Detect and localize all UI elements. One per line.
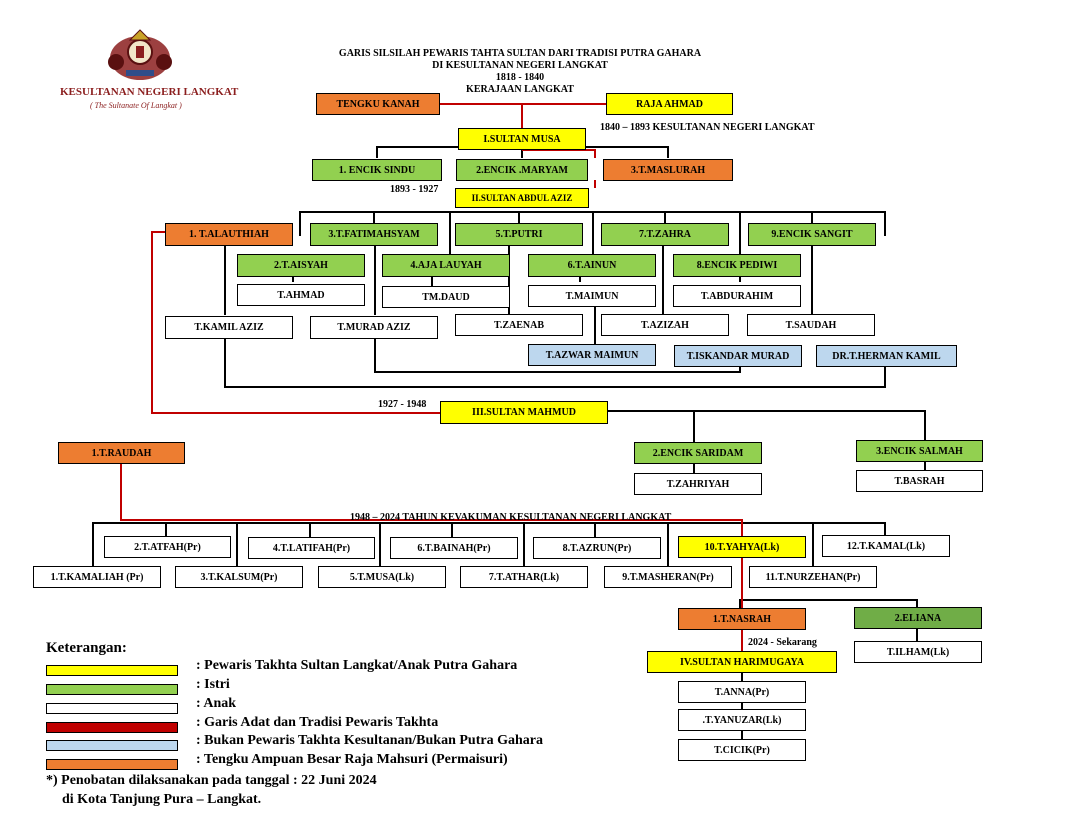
node-raja-ahmad: RAJA AHMAD [606,93,733,115]
node-t-nasrah: 1.T.NASRAH [678,608,806,630]
node-encik-maryam: 2.ENCIK .MARYAM [456,159,588,181]
node-t-atfah: 2.T.ATFAH(Pr) [104,536,231,558]
node-tengku-kanah: TENGKU KANAH [316,93,440,115]
node-t-zahra: 7.T.ZAHRA [601,223,729,246]
node-t-azwar-maimun: T.AZWAR MAIMUN [528,344,656,366]
legend-swatch-tradition-line [46,722,178,733]
legend-label-heir: : Pewaris Takhta Sultan Langkat/Anak Put… [196,658,518,673]
node-encik-sindu: 1. ENCIK SINDU [312,159,442,181]
node-t-athar: 7.T.ATHAR(Lk) [460,566,588,588]
logo-subtitle: ( The Sultanate Of Langkat ) [90,101,182,110]
header-line2: DI KESULTANAN NEGERI LANGKAT [432,60,608,71]
node-sultan-harimugaya: IV.SULTAN HARIMUGAYA [647,651,837,673]
node-t-fatimahsyam: 3.T.FATIMAHSYAM [310,223,438,246]
legend-label-child: : Anak [196,696,237,711]
node-sultan-mahmud: III.SULTAN MAHMUD [440,401,608,424]
legend-label-tradition-line: : Garis Adat dan Tradisi Pewaris Takhta [196,715,439,730]
node-t-ainun: 6.T.AINUN [528,254,656,277]
node-dr-herman-kamil: DR.T.HERMAN KAMIL [816,345,957,367]
legend-label-wife: : Istri [196,677,230,692]
node-t-kamal: 12.T.KAMAL(Lk) [822,535,950,557]
marriage-line [440,103,606,105]
node-t-maslurah: 3.T.MASLURAH [603,159,733,181]
node-sultan-musa: I.SULTAN MUSA [458,128,586,150]
node-t-ilham: T.ILHAM(Lk) [854,641,982,663]
legend-swatch-wife [46,684,178,695]
legend-swatch-heir [46,665,178,676]
node-t-iskandar-murad: T.ISKANDAR MURAD [674,345,802,367]
legend-note-place: di Kota Tanjung Pura – Langkat. [62,792,262,807]
node-t-anna: T.ANNA(Pr) [678,681,806,703]
node-tm-daud: TM.DAUD [382,286,510,308]
node-t-azizah: T.AZIZAH [601,314,729,336]
legend-note-date: *) Penobatan dilaksanakan pada tanggal :… [46,773,377,788]
legend-swatch-child [46,703,178,714]
node-t-maimun: T.MAIMUN [528,285,656,307]
period-label: 1840 – 1893 KESULTANAN NEGERI LANGKAT [600,122,815,133]
crest-icon [108,29,172,80]
node-t-saudah: T.SAUDAH [747,314,875,336]
legend-title: Keterangan: [46,640,127,656]
node-encik-saridam: 2.ENCIK SARIDAM [634,442,762,464]
node-t-musa: 5.T.MUSA(Lk) [318,566,446,588]
period-label: 2024 - Sekarang [748,637,817,648]
node-t-raudah: 1.T.RAUDAH [58,442,185,464]
node-encik-salmah: 3.ENCIK SALMAH [856,440,983,462]
node-t-yanuzar: .T.YANUZAR(Lk) [678,709,806,731]
node-t-kamil-aziz: T.KAMIL AZIZ [165,316,293,339]
node-t-kamaliah: 1.T.KAMALIAH (Pr) [33,566,161,588]
node-t-latifah: 4.T.LATIFAH(Pr) [248,537,375,559]
legend-swatch-non-heir [46,740,178,751]
node-t-abdurahim: T.ABDURAHIM [673,285,801,307]
node-t-cicik: T.CICIK(Pr) [678,739,806,761]
node-t-putri: 5.T.PUTRI [455,223,583,246]
node-sultan-abdul-aziz: II.SULTAN ABDUL AZIZ [455,188,589,208]
node-encik-pediwi: 8.ENCIK PEDIWI [673,254,801,277]
node-t-zahriyah: T.ZAHRIYAH [634,473,762,495]
logo-name: KESULTANAN NEGERI LANGKAT [60,86,239,98]
node-t-zaenab: T.ZAENAB [455,314,583,336]
legend-label-queen: : Tengku Ampuan Besar Raja Mahsuri (Perm… [196,752,508,767]
node-t-murad-aziz: T.MURAD AZIZ [310,316,438,339]
header-line1: GARIS SILSILAH PEWARIS TAHTA SULTAN DARI… [338,48,702,59]
node-t-ahmad: T.AHMAD [237,284,365,306]
period-label: 1948 – 2024 TAHUN KEVAKUMAN KESULTANAN N… [350,512,672,523]
node-eliana: 2.ELIANA [854,607,982,629]
node-t-kalsum: 3.T.KALSUM(Pr) [175,566,303,588]
node-t-masheran: 9.T.MASHERAN(Pr) [604,566,732,588]
header-line4: KERAJAAN LANGKAT [466,84,574,95]
node-t-basrah: T.BASRAH [856,470,983,492]
legend-swatch-queen [46,759,178,770]
period-label: 1893 - 1927 [390,184,439,195]
period-label: 1927 - 1948 [378,399,427,410]
header-line3: 1818 - 1840 [495,72,545,83]
node-t-nurzehan: 11.T.NURZEHAN(Pr) [749,566,877,588]
node-t-bainah: 6.T.BAINAH(Pr) [390,537,518,559]
node-aja-lauyah: 4.AJA LAUYAH [382,254,510,277]
sultanate-logo [102,26,178,84]
node-t-azrun: 8.T.AZRUN(Pr) [533,537,661,559]
node-t-alauthiah: 1. T.ALAUTHIAH [165,223,293,246]
node-encik-sangit: 9.ENCIK SANGIT [748,223,876,246]
node-t-aisyah: 2.T.AISYAH [237,254,365,277]
legend-label-non-heir: : Bukan Pewaris Takhta Kesultanan/Bukan … [196,733,543,748]
node-t-yahya: 10.T.YAHYA(Lk) [678,536,806,558]
